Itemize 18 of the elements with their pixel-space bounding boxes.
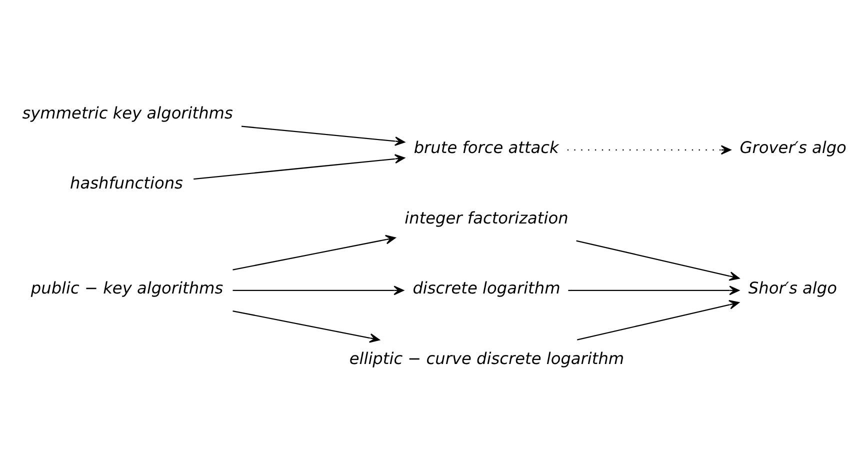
arrow [194,154,405,180]
node-text: Shor′s algo [748,278,837,298]
arrow [567,144,732,154]
node-text: brute force attack [414,138,559,156]
arrow [577,300,740,340]
arrow [232,310,380,342]
node-text: public − key algorithms [30,278,224,298]
node-text: elliptic − curve discrete logarithm [349,348,624,368]
arrow [241,125,406,146]
arrow [576,240,740,280]
arrow [568,285,740,295]
node-text: discrete logarithm [412,278,560,298]
arrow [232,234,396,270]
node-text: symmetric key algorithms [22,102,233,122]
node-text: integer factorization [404,208,568,227]
node-text: hashfunctions [70,173,183,192]
arrow [232,285,404,295]
node-text: Grover′s algo [740,138,846,156]
